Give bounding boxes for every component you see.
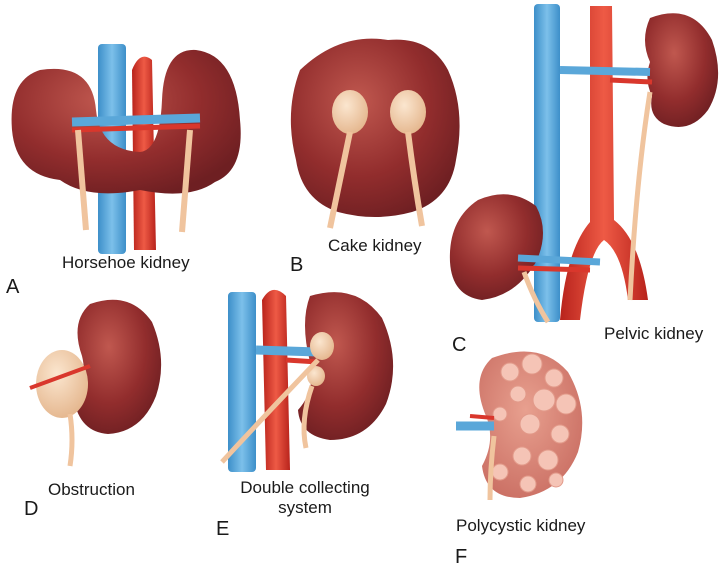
panel-letter-e: E: [216, 518, 230, 540]
cake-kidney-illustration: [290, 38, 460, 229]
double-collecting-system-illustration: [220, 289, 394, 472]
caption-double-collecting-system: Double collecting system: [220, 478, 390, 518]
caption-line-1: Double collecting: [240, 478, 370, 497]
pelvic-kidney-illustration: [449, 4, 719, 324]
panel-letter-b: B: [290, 254, 304, 276]
renal-pelvis-left: [332, 90, 368, 134]
caption-line-2: system: [278, 498, 332, 517]
obstructed-kidney: [74, 299, 162, 434]
renal-pelvis-right: [390, 90, 426, 134]
ureter: [487, 435, 497, 501]
cake-kidney: [290, 38, 460, 217]
ureter-lower: [301, 385, 315, 449]
ureter-left: [75, 129, 89, 231]
pelvic-kidney: [449, 194, 543, 300]
aorta: [560, 6, 648, 320]
ureter-right: [405, 131, 425, 227]
ureter-upper: [220, 358, 320, 464]
polycystic-kidney-illustration: [456, 351, 583, 501]
aorta: [262, 289, 290, 470]
caption-cake-kidney: Cake kidney: [328, 236, 422, 255]
panel-letter-f: F: [455, 546, 468, 568]
vena-cava: [534, 4, 560, 322]
caption-obstruction: Obstruction: [48, 480, 135, 499]
lower-pelvis: [307, 366, 325, 386]
obstruction-kidney-illustration: [29, 299, 162, 467]
ureter: [627, 91, 653, 301]
vena-cava: [228, 292, 256, 472]
dilated-pelvis: [36, 350, 88, 418]
caption-pelvic-kidney: Pelvic kidney: [604, 324, 704, 343]
caption-horseshoe-kidney: Horsehoe kidney: [62, 253, 190, 272]
ureter: [67, 413, 75, 467]
ureter-left: [327, 131, 353, 229]
horseshoe-kidney-illustration: [11, 44, 241, 254]
normal-kidney: [645, 13, 719, 127]
renal-vessels: [71, 113, 201, 127]
panel-letter-d: D: [24, 498, 39, 520]
panel-letter-a: A: [6, 276, 20, 298]
kidney: [298, 292, 394, 440]
horseshoe-kidney: [11, 49, 241, 194]
upper-pelvis: [310, 332, 334, 360]
renal-vessels: [559, 66, 651, 76]
cysts: [491, 353, 577, 493]
panel-letter-c: C: [452, 334, 467, 356]
ureter-right: [179, 129, 193, 233]
caption-polycystic-kidney: Polycystic kidney: [456, 516, 586, 535]
